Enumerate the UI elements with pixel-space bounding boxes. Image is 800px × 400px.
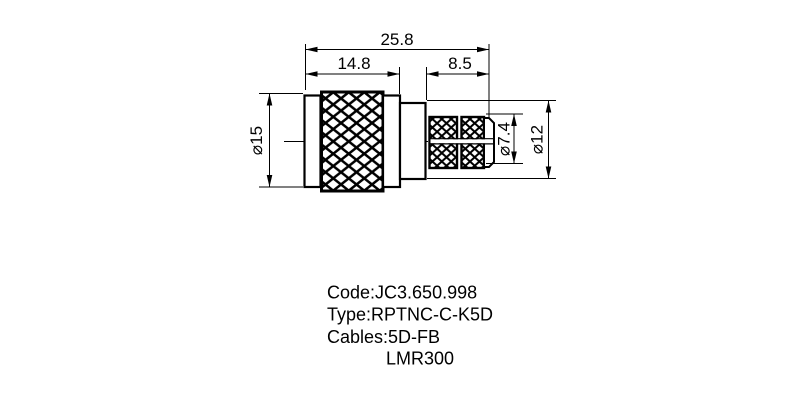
extension-lines <box>259 44 556 188</box>
dimension-rear-length: 8.5 <box>426 54 489 77</box>
part-type-line: Type:RPTNC-C-K5D <box>327 305 493 325</box>
dimension-step-diameter: ⌀12 <box>528 100 552 179</box>
front-ring <box>303 94 322 189</box>
part-code-line: Code:JC3.650.998 <box>327 283 477 303</box>
part-cables-line-2: LMR300 <box>386 349 454 369</box>
rear-ring <box>381 94 402 189</box>
knurled-grip-section <box>320 90 385 193</box>
dimension-ferrule-diameter: ⌀7.4 <box>495 114 517 164</box>
dim-label-body-length: 14.8 <box>337 54 370 73</box>
connector-body <box>284 90 495 193</box>
dimension-body-length: 14.8 <box>305 54 400 77</box>
dimension-total-length: 25.8 <box>305 30 489 53</box>
part-cables-line: Cables:5D-FB <box>327 327 440 347</box>
dim-label-step-diameter: ⌀12 <box>528 125 547 154</box>
dim-label-ferrule-diameter: ⌀7.4 <box>495 122 514 156</box>
part-info-block: Code:JC3.650.998 Type:RPTNC-C-K5D Cables… <box>327 283 493 369</box>
ferrule-slot-fill <box>430 139 493 144</box>
dim-label-body-diameter: ⌀15 <box>247 126 266 155</box>
step-cylinder <box>398 101 427 181</box>
dimension-body-diameter: ⌀15 <box>247 93 273 187</box>
dim-label-rear-length: 8.5 <box>448 54 472 73</box>
dim-label-total-length: 25.8 <box>380 30 413 49</box>
